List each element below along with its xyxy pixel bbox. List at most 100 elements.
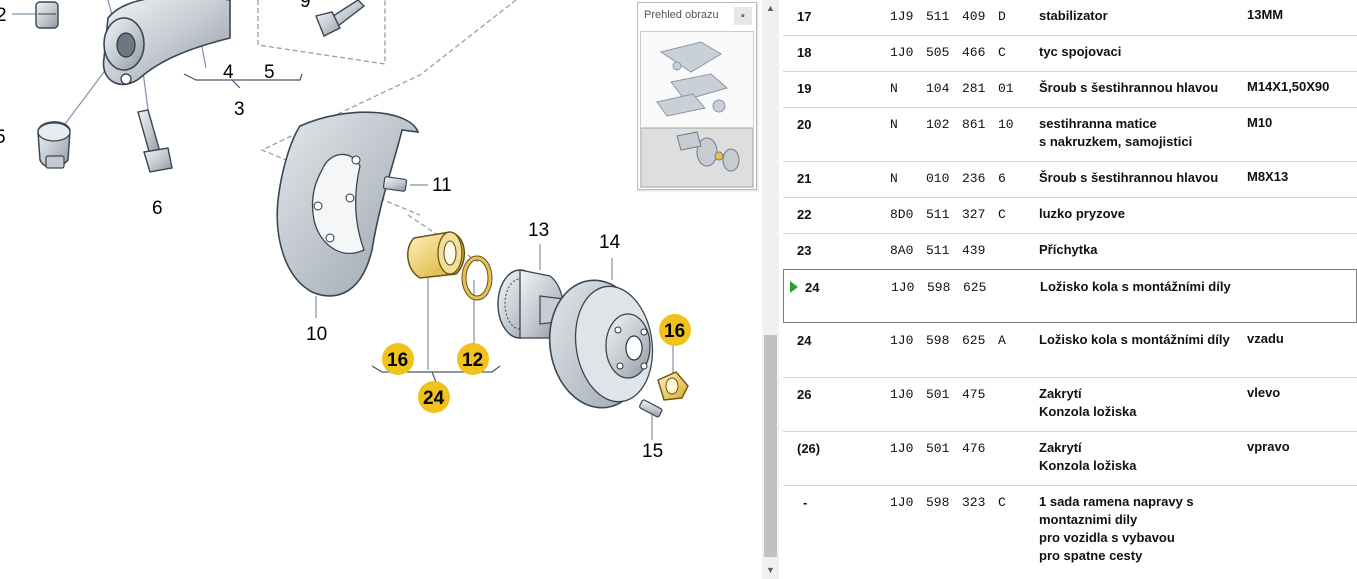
table-row[interactable]: 23 8A0 511 439 Příchytka xyxy=(783,233,1357,270)
description: 1 sada ramena napravy s montaznimi dily … xyxy=(1039,493,1194,565)
part-number-1: 1J0 xyxy=(890,495,914,510)
description: stabilizator xyxy=(1039,7,1108,25)
callout-24[interactable]: 24 xyxy=(423,388,445,409)
callout-9[interactable]: 9 xyxy=(300,0,311,12)
part-number-3: 476 xyxy=(962,441,986,456)
screw-11-icon xyxy=(382,176,408,192)
callout-10[interactable]: 10 xyxy=(306,324,327,345)
part-number-2: 511 xyxy=(926,207,950,222)
scroll-thumb[interactable] xyxy=(764,335,777,557)
callout-12[interactable]: 12 xyxy=(462,350,483,371)
scroll-up-icon[interactable]: ▲ xyxy=(766,3,775,13)
position: 23 xyxy=(797,243,812,258)
parts-table: 17 1J9 511 409 D stabilizator 13MM 18 1J… xyxy=(779,0,1357,579)
part-number-3: 409 xyxy=(962,9,986,24)
part-number-1: 8D0 xyxy=(890,207,914,222)
callout-16-left[interactable]: 16 xyxy=(387,350,408,371)
table-row[interactable]: 24 1J0 598 625 A Ložisko kola s montážní… xyxy=(783,323,1357,378)
description-line: Zakrytí xyxy=(1039,386,1082,401)
screw-15-icon xyxy=(639,399,663,418)
part-number-4: 10 xyxy=(998,117,1014,132)
part-number-3: 323 xyxy=(962,495,986,510)
close-icon[interactable]: ▪ xyxy=(734,7,752,25)
table-row[interactable]: 17 1J9 511 409 D stabilizator 13MM xyxy=(783,0,1357,36)
callout-13[interactable]: 13 xyxy=(528,220,549,241)
position: 17 xyxy=(797,9,812,24)
part-number-1: 1J0 xyxy=(890,45,914,60)
note: vlevo xyxy=(1247,385,1281,400)
part-number-2: 010 xyxy=(926,171,950,186)
callout-16-right[interactable]: 16 xyxy=(664,321,685,342)
exploded-diagram[interactable]: 2 9 4 5 3 5 6 11 13 14 10 16 12 24 16 15… xyxy=(0,0,762,579)
table-row[interactable]: 18 1J0 505 466 C tyc spojovaci xyxy=(783,35,1357,72)
callout-14[interactable]: 14 xyxy=(599,232,621,253)
note: vpravo xyxy=(1247,439,1290,454)
description-line: Konzola ložiska xyxy=(1039,404,1137,419)
callout-4[interactable]: 4 xyxy=(223,62,234,83)
description-line: Šroub s šestihrannou hlavou xyxy=(1039,170,1219,185)
description-line: Ložisko kola s montážními díly xyxy=(1039,332,1230,347)
thumbnail-drawing-icon xyxy=(641,41,753,187)
brake-disc-icon xyxy=(548,279,654,409)
description-line: Zakrytí xyxy=(1039,440,1082,455)
description: Šroub s šestihrannou hlavou xyxy=(1039,169,1218,187)
hub-nut-icon xyxy=(657,371,689,401)
part-number-4: C xyxy=(998,45,1006,60)
part-number-1: 1J0 xyxy=(891,280,915,295)
selected-row-arrow-icon xyxy=(790,281,798,293)
position: 20 xyxy=(797,117,812,132)
overview-thumbnail[interactable] xyxy=(640,31,754,188)
callout-2[interactable]: 2 xyxy=(0,5,7,26)
table-row[interactable]: 21 N 010 236 6 Šroub s šestihrannou hlav… xyxy=(783,161,1357,198)
bolt-9-icon xyxy=(315,0,366,37)
position: 19 xyxy=(797,81,812,96)
position: 18 xyxy=(797,45,812,60)
note: M8X13 xyxy=(1247,169,1289,184)
callout-15[interactable]: 15 xyxy=(642,441,663,462)
description-line: Ložisko kola s montážními díly xyxy=(1040,279,1231,294)
part-number-4: C xyxy=(998,207,1006,222)
note: M14X1,50X90 xyxy=(1247,79,1330,94)
wheel-hub-icon xyxy=(497,269,573,339)
part-number-1: 1J0 xyxy=(890,441,914,456)
part-number-1: 1J0 xyxy=(890,387,914,402)
part-number-2: 501 xyxy=(926,387,950,402)
note: 13MM xyxy=(1247,7,1284,22)
part-number-2: 505 xyxy=(926,45,950,60)
position: 26 xyxy=(797,387,812,402)
part-number-4: 01 xyxy=(998,81,1014,96)
callout-11[interactable]: 11 xyxy=(432,175,452,196)
table-row[interactable]: 26 1J0 501 475 Zakrytí Konzola ložiska v… xyxy=(783,377,1357,432)
position: 24 xyxy=(805,280,820,295)
description-line: Příchytka xyxy=(1039,242,1098,257)
table-row[interactable]: 22 8D0 511 327 C luzko pryzove xyxy=(783,197,1357,234)
callout-3[interactable]: 3 xyxy=(234,99,245,120)
callout-5-left[interactable]: 5 xyxy=(0,127,6,148)
overview-panel[interactable]: Prehled obrazu ▪ xyxy=(637,2,757,190)
table-row[interactable]: 19 N 104 281 01 Šroub s šestihrannou hla… xyxy=(783,71,1357,108)
callout-5[interactable]: 5 xyxy=(264,62,275,83)
part-number-4: 6 xyxy=(998,171,1006,186)
description-line: s nakruzkem, samojistici xyxy=(1039,134,1193,149)
vertical-scrollbar[interactable]: ▲ ▼ xyxy=(762,0,779,579)
table-row[interactable]: (26) 1J0 501 476 Zakrytí Konzola ložiska… xyxy=(783,431,1357,486)
part-number-2: 104 xyxy=(926,81,950,96)
bolt-6-icon xyxy=(137,109,173,173)
part-number-3: 281 xyxy=(962,81,986,96)
part-number-3: 236 xyxy=(962,171,986,186)
callout-6[interactable]: 6 xyxy=(152,198,163,219)
table-row[interactable]: - 1J0 598 323 C 1 sada ramena napravy s … xyxy=(783,485,1357,579)
part-number-1: 8A0 xyxy=(890,243,914,258)
part-number-2: 102 xyxy=(926,117,950,132)
table-row-selected[interactable]: 24 1J0 598 625 Ložisko kola s montážními… xyxy=(783,269,1357,323)
position: 24 xyxy=(797,333,812,348)
circlip-icon xyxy=(461,255,493,301)
description-line: luzko pryzove xyxy=(1039,206,1125,221)
scroll-down-icon[interactable]: ▼ xyxy=(766,565,775,575)
backing-plate-icon xyxy=(276,111,420,297)
description: Ložisko kola s montážními díly xyxy=(1039,331,1230,349)
part-number-2: 598 xyxy=(926,495,950,510)
table-row[interactable]: 20 N 102 861 10 sestihranna matice s nak… xyxy=(783,107,1357,162)
control-arm-icon xyxy=(102,0,231,86)
part-number-3: 625 xyxy=(963,280,987,295)
